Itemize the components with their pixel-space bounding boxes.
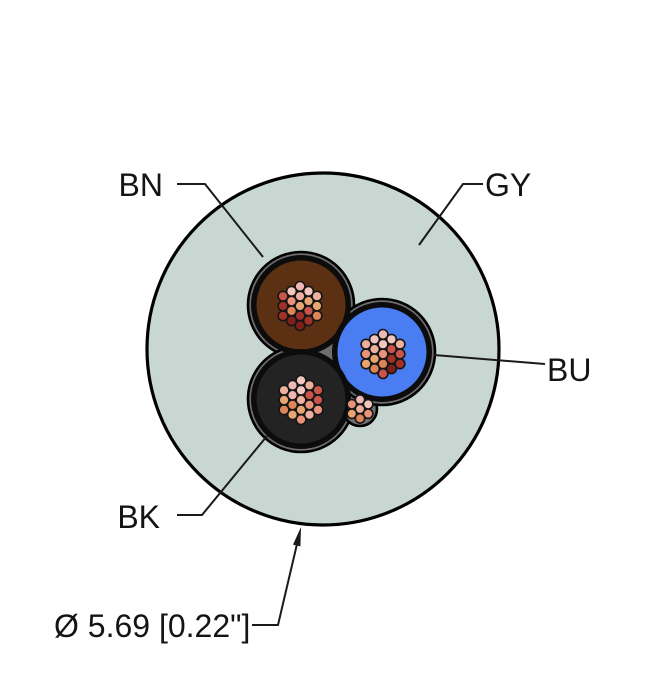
label-diameter: Ø 5.69 [0.22"] [54,608,250,644]
wire-strand [377,367,389,380]
wire-strand [286,409,299,421]
wire-strand [302,285,315,297]
label-bn: BN [119,167,163,203]
leader-lines [177,183,546,626]
leader-bn [177,183,264,258]
filler-strand-bundle [346,394,374,424]
conductor-blue-strands [360,328,406,380]
wire-strand [312,394,324,406]
wire-strand [312,404,324,416]
wire-strand [360,338,372,350]
wire-strand [354,394,366,406]
wire-strand [294,319,306,332]
wire-strand [360,358,372,370]
wire-strand [394,338,406,350]
wire-strand [311,300,323,312]
wire-strand [346,408,358,420]
conductor-brown-strands [277,280,323,332]
arrowhead-icon [293,527,301,547]
wire-strand [277,310,289,322]
wire-strand [362,398,374,410]
wire-strand [346,398,358,410]
wire-strand [394,358,406,370]
wire-strand [285,285,298,297]
wire-strand [362,408,374,420]
conductor-brown [251,255,351,355]
wire-strand [354,412,366,424]
wire-strand [311,290,323,302]
conductor-black-strands [278,374,324,426]
wire-strand [277,290,289,302]
label-bu: BU [547,352,591,388]
wire-strand [312,384,324,396]
wire-strand [385,333,398,345]
wire-strand [295,374,307,387]
label-gy: GY [485,167,531,203]
wire-strand [377,328,389,341]
label-bk: BK [117,499,160,535]
wire-strand [303,409,316,421]
leader-bk [177,435,268,516]
wire-strand [285,315,298,327]
wire-strand [368,363,381,375]
wire-strand [278,404,290,416]
wire-strand [278,394,290,406]
conductor-blue [332,302,432,402]
wire-strand [311,310,323,322]
wire-strand [278,384,290,396]
wire-strand [303,379,316,391]
wire-strand [294,280,306,293]
conductor-black [251,349,351,449]
leader-gy [418,183,483,246]
leader-diameter [252,543,298,626]
wire-strand [385,363,398,375]
wire-strand [277,300,289,312]
wire-strand [286,379,299,391]
wire-strand [302,315,315,327]
wire-strand [360,348,372,360]
wire-strand [295,413,307,426]
wire-strand [394,348,406,360]
leader-bu [433,354,546,365]
wire-strand [368,333,381,345]
